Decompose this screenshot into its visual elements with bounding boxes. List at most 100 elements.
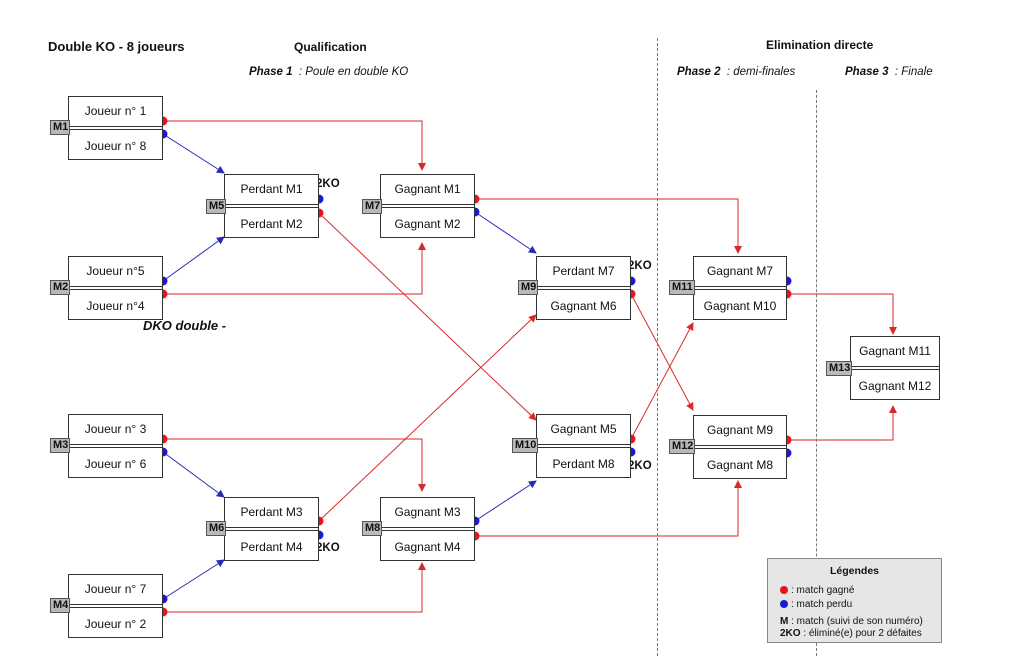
line-m5-winner <box>318 212 537 421</box>
match-tag-m1: M1 <box>50 120 70 135</box>
line-m7-winner <box>475 198 742 254</box>
ko-label-m10: 2KO <box>628 460 652 472</box>
match-m2-separator <box>69 286 162 290</box>
match-m5-player-top: Perdant M1 <box>240 182 303 196</box>
match-m12: Gagnant M9 Gagnant M8 <box>693 415 787 479</box>
line-m3-loser <box>162 451 225 498</box>
match-m3-player-top: Joueur n° 3 <box>84 422 147 436</box>
line-m2-winner <box>163 242 426 295</box>
match-tag-m6: M6 <box>206 521 226 536</box>
match-tag-m4: M4 <box>50 598 70 613</box>
match-m1: Joueur n° 1 Joueur n° 8 <box>68 96 163 160</box>
phase3-title: Phase 3 <box>845 66 889 78</box>
match-m13-player-bottom: Gagnant M12 <box>858 379 932 393</box>
match-m10-separator <box>537 444 630 448</box>
match-m9-player-top: Perdant M7 <box>552 264 615 278</box>
match-tag-m5: M5 <box>206 199 226 214</box>
line-m7-loser <box>474 211 537 254</box>
match-m10-player-top: Gagnant M5 <box>550 422 617 436</box>
match-m8-player-top: Gagnant M3 <box>394 505 461 519</box>
match-m12-player-top: Gagnant M9 <box>706 423 774 437</box>
qualification-heading: Qualification <box>294 40 367 54</box>
match-m5-separator <box>225 204 318 208</box>
match-tag-m13: M13 <box>826 361 852 376</box>
match-m5: Perdant M1 Perdant M2 <box>224 174 319 238</box>
lost-dot-icon <box>780 600 788 609</box>
match-m4-player-top: Joueur n° 7 <box>84 582 147 596</box>
phase1-text: : Poule en double KO <box>298 66 409 78</box>
legend-won-text: : match gagné <box>791 585 855 596</box>
match-tag-m11: M11 <box>669 280 695 295</box>
phase1-label: Phase 1 : Poule en double KO <box>249 66 408 78</box>
legend-ko: 2KO : éliminé(e) pour 2 défaites <box>780 628 922 640</box>
match-m8: Gagnant M3 Gagnant M4 <box>380 497 475 561</box>
match-m5-player-bottom: Perdant M2 <box>240 217 303 231</box>
phase-divider-2 <box>816 90 817 656</box>
match-tag-m10: M10 <box>512 438 538 453</box>
match-tag-m12: M12 <box>669 439 695 454</box>
line-m11-winner <box>787 293 897 335</box>
match-m9-player-bottom: Gagnant M6 <box>550 299 617 313</box>
match-m7: Gagnant M1 Gagnant M2 <box>380 174 475 238</box>
match-m6-player-bottom: Perdant M4 <box>240 540 303 554</box>
match-tag-m2: M2 <box>50 280 70 295</box>
match-m2: Joueur n°5 Joueur n°4 <box>68 256 163 320</box>
match-m3: Joueur n° 3 Joueur n° 6 <box>68 414 163 478</box>
match-m3-player-bottom: Joueur n° 6 <box>84 457 147 471</box>
match-m7-player-bottom: Gagnant M2 <box>394 217 461 231</box>
legend-title: Légendes <box>829 565 879 577</box>
line-m12-winner <box>787 405 897 441</box>
line-m4-loser <box>162 559 225 600</box>
match-m11-player-top: Gagnant M7 <box>706 264 774 278</box>
match-m12-player-bottom: Gagnant M8 <box>706 458 774 472</box>
line-m6-winner <box>318 314 537 522</box>
legend-m-text: : match (suivi de son numéro) <box>791 616 923 627</box>
line-m8-winner <box>475 480 742 537</box>
match-tag-m8: M8 <box>362 521 382 536</box>
legend-lost: : match perdu <box>780 599 852 611</box>
match-m12-separator <box>694 445 786 449</box>
match-m1-player-bottom: Joueur n° 8 <box>84 139 147 153</box>
match-tag-m3: M3 <box>50 438 70 453</box>
phase-divider-1 <box>657 38 658 656</box>
legend-won: : match gagné <box>780 585 854 597</box>
dko-note: DKO double - <box>143 318 227 333</box>
legend-m-key: M <box>780 616 789 627</box>
match-m3-separator <box>69 444 162 448</box>
phase3-text: : Finale <box>894 66 933 78</box>
match-m10: Gagnant M5 Perdant M8 <box>536 414 631 478</box>
match-m7-player-top: Gagnant M1 <box>394 182 461 196</box>
match-m6: Perdant M3 Perdant M4 <box>224 497 319 561</box>
line-m10-winner <box>630 322 694 440</box>
line-m3-winner <box>163 438 426 492</box>
ko-label-m5: 2KO <box>316 178 340 190</box>
match-m13-separator <box>851 366 939 370</box>
match-m10-player-bottom: Perdant M8 <box>552 457 615 471</box>
match-m1-player-top: Joueur n° 1 <box>84 104 147 118</box>
match-m13: Gagnant M11 Gagnant M12 <box>850 336 940 400</box>
line-m1-winner <box>163 120 426 171</box>
phase2-label: Phase 2 : demi-finales <box>677 66 795 78</box>
line-m4-winner <box>163 562 426 613</box>
legend-ko-key: 2KO <box>780 628 801 639</box>
match-m6-player-top: Perdant M3 <box>240 505 303 519</box>
legend-lost-text: : match perdu <box>791 599 853 610</box>
ko-label-m9: 2KO <box>628 260 652 272</box>
match-tag-m7: M7 <box>362 199 382 214</box>
match-m4-player-bottom: Joueur n° 2 <box>84 617 147 631</box>
phase1-title: Phase 1 <box>249 66 293 78</box>
match-m9: Perdant M7 Gagnant M6 <box>536 256 631 320</box>
line-m1-loser <box>162 133 225 174</box>
line-m9-winner <box>630 293 694 411</box>
phase2-text: : demi-finales <box>726 66 796 78</box>
match-m9-separator <box>537 286 630 290</box>
phase2-title: Phase 2 <box>677 66 721 78</box>
match-m11-player-bottom: Gagnant M10 <box>703 299 777 313</box>
match-m13-player-top: Gagnant M11 <box>859 344 931 358</box>
phase3-label: Phase 3 : Finale <box>845 66 933 78</box>
match-m8-player-bottom: Gagnant M4 <box>394 540 461 554</box>
line-m8-loser <box>474 480 537 522</box>
match-m1-separator <box>69 126 162 130</box>
match-m11-separator <box>694 286 786 290</box>
